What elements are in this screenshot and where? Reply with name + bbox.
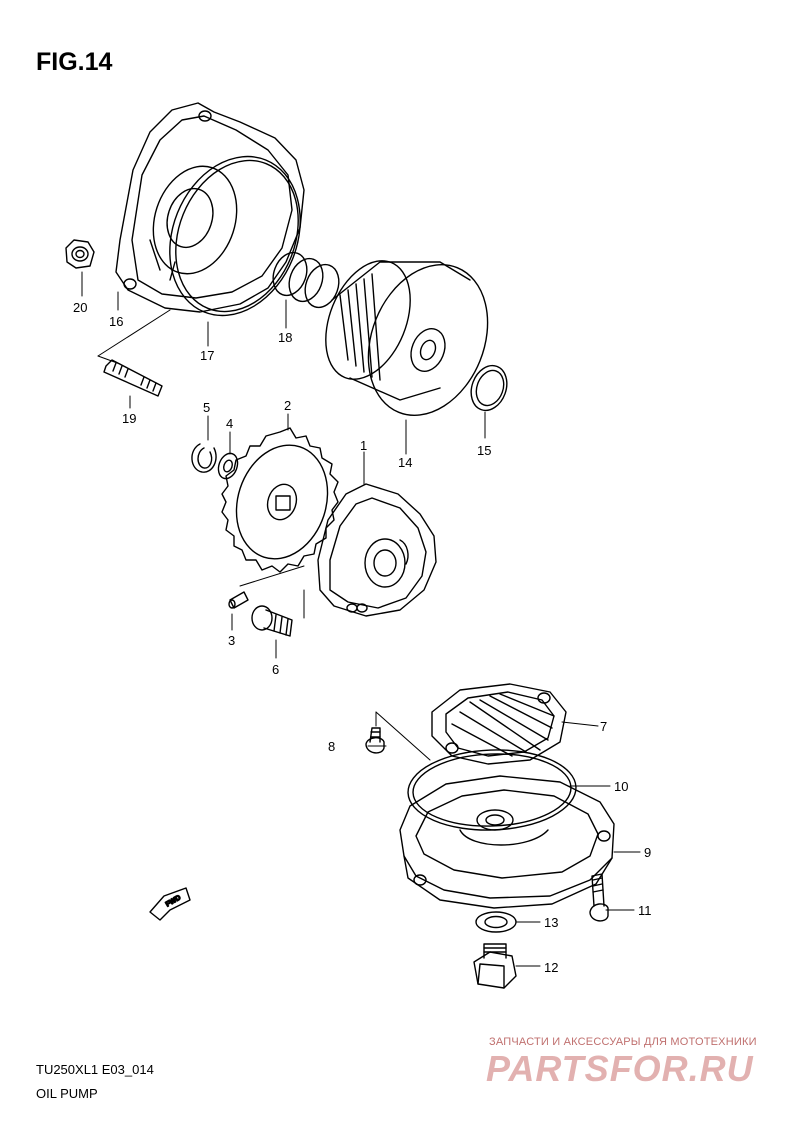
callout-12: 12: [544, 960, 558, 975]
model-code: TU250XL1 E03_014: [36, 1062, 154, 1077]
part-1-oil-pump[interactable]: [317, 483, 437, 617]
part-11-bolt[interactable]: [589, 873, 609, 922]
part-18-rings[interactable]: [267, 248, 344, 312]
part-7-strainer[interactable]: [431, 683, 567, 765]
part-3-dowel-pin[interactable]: [228, 591, 249, 609]
part-14-oil-filter[interactable]: [310, 247, 510, 434]
callout-15: 15: [477, 443, 491, 458]
section-name: OIL PUMP: [36, 1086, 98, 1101]
fwd-arrow: FWD: [149, 887, 191, 921]
part-4-washer[interactable]: [215, 451, 241, 482]
figure-title: FIG.14: [36, 48, 113, 76]
callout-5: 5: [203, 400, 210, 415]
part-17-o-ring[interactable]: [147, 137, 323, 336]
part-16-cover[interactable]: [115, 102, 305, 313]
callout-16: 16: [109, 314, 123, 329]
callout-11: 11: [638, 903, 652, 918]
part-6-bolt[interactable]: [251, 605, 293, 637]
callout-19: 19: [122, 411, 136, 426]
callout-4: 4: [226, 416, 233, 431]
callout-10: 10: [614, 779, 628, 794]
part-2-gear[interactable]: [221, 427, 342, 573]
part-19-stud[interactable]: [103, 359, 163, 397]
callout-20: 20: [73, 300, 87, 315]
part-12-drain-plug[interactable]: [473, 943, 517, 989]
leader-lines: [81, 271, 641, 967]
part-9-pump-cover[interactable]: [399, 775, 615, 909]
callout-13: 13: [544, 915, 558, 930]
part-8-screw[interactable]: [365, 727, 385, 754]
watermark-logo: PARTSFOR.RU: [486, 1048, 754, 1089]
callout-6: 6: [272, 662, 279, 677]
callout-9: 9: [644, 845, 651, 860]
callout-17: 17: [200, 348, 214, 363]
callout-1: 1: [360, 438, 367, 453]
part-15-o-ring[interactable]: [465, 361, 513, 416]
watermark-tagline: ЗАПЧАСТИ И АКСЕССУАРЫ ДЛЯ МОТОТЕХНИКИ: [489, 1036, 757, 1048]
callout-numbers: 1 2 3 4 5 6 7 8 9 10 11 12 13 14 15 16 1…: [73, 300, 652, 975]
part-10-o-ring[interactable]: [407, 747, 578, 833]
part-20-nut[interactable]: [65, 239, 95, 269]
callout-3: 3: [228, 633, 235, 648]
part-13-gasket[interactable]: [475, 911, 517, 933]
callout-14: 14: [398, 455, 412, 470]
callout-8: 8: [328, 739, 335, 754]
callout-18: 18: [278, 330, 292, 345]
callout-2: 2: [284, 398, 291, 413]
part-5-circlip[interactable]: [191, 443, 217, 473]
callout-7: 7: [600, 719, 607, 734]
